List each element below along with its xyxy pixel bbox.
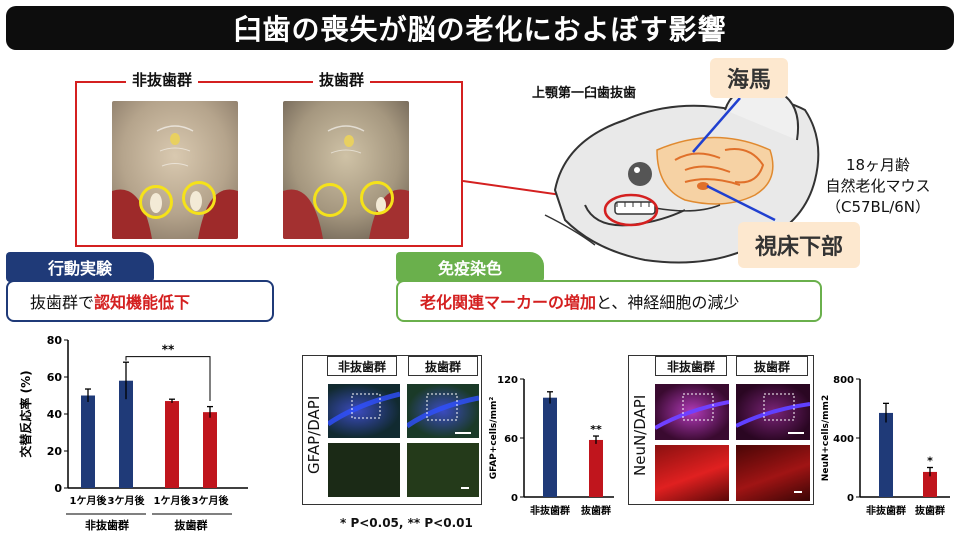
highlight-ring: [139, 185, 173, 219]
y-tick-label: 80: [47, 334, 63, 347]
immuno-section-pill: 免疫染色: [396, 252, 544, 282]
photo-frame: [75, 81, 463, 247]
behavior-summary-box: 抜歯群で認知機能低下: [6, 280, 274, 322]
behavior-section-pill: 行動実験: [6, 252, 154, 282]
y-tick-label: 800: [833, 375, 854, 386]
y-axis-label: GFAP+cells/mm²: [489, 397, 499, 480]
group-label: 抜歯群: [175, 518, 208, 532]
gfap-image-control-high: [328, 443, 400, 497]
bar: [119, 380, 133, 488]
neun-col-label-right: 抜歯群: [736, 356, 808, 376]
behavior-highlight: 認知機能低下: [94, 293, 191, 312]
significance-footnote: * P<0.05, ** P<0.01: [340, 516, 473, 530]
group-label: 非抜歯群: [85, 518, 129, 532]
bar: [203, 412, 217, 488]
x-tick-label: 1ケ月後: [154, 494, 192, 507]
neun-image-control-low: [654, 384, 730, 440]
neun-bar-chart: 0 400 800NeuN+cells/mm2 非抜歯群抜歯群 *: [821, 375, 950, 517]
gfap-image-extraction-high: [407, 443, 479, 497]
hypothalamus-tag: 視床下部: [738, 222, 860, 268]
y-tick-label: 400: [833, 434, 854, 445]
y-tick-label: 60: [504, 434, 518, 445]
mouse-palate-photo-extraction: [283, 101, 409, 239]
y-tick-label: 0: [847, 493, 854, 504]
bar: [81, 395, 95, 488]
x-tick-label: 1ケ月後: [70, 494, 108, 507]
y-axis-label: NeuN+cells/mm2: [821, 395, 831, 481]
y-tick-label: 0: [54, 482, 62, 495]
y-axis-label: 交替反応率 (%): [18, 370, 33, 457]
neun-label: NeuN/DAPI: [631, 394, 649, 476]
behavior-text: 抜歯群で: [30, 293, 95, 312]
bar: [589, 439, 603, 497]
bar: [879, 412, 893, 497]
gfap-image-control-low: [326, 384, 401, 438]
x-tick-label: 抜歯群: [581, 504, 611, 517]
significance-marker: **: [162, 343, 175, 357]
bar: [923, 471, 937, 497]
hippocampus-tag: 海馬: [710, 58, 788, 98]
y-tick-label: 40: [47, 408, 63, 421]
immuno-highlight: 老化関連マーカーの増加: [420, 293, 597, 312]
significance-bracket: [125, 356, 211, 402]
gfap-col-label-right: 抜歯群: [408, 356, 478, 376]
page-title: 臼歯の喪失が脳の老化におよぼす影響: [6, 6, 954, 50]
bar: [543, 397, 557, 497]
mouse-type: 自然老化マウス: [825, 177, 931, 195]
highlight-ring: [313, 183, 347, 217]
y-tick-label: 120: [497, 375, 518, 386]
gfap-col-label-left: 非抜歯群: [327, 356, 397, 376]
mouse-brain-illustration: [535, 70, 825, 280]
y-tick-label: 60: [47, 371, 63, 384]
x-tick-label: 非抜歯群: [866, 504, 906, 517]
mouse-description: 18ヶ月齢 自然老化マウス （C57BL/6N）: [808, 155, 948, 218]
neun-image-control-high: [655, 445, 729, 501]
x-tick-label: 抜歯群: [915, 504, 945, 517]
significance-marker: *: [927, 455, 933, 468]
gfap-label: GFAP/DAPI: [305, 395, 323, 475]
gfap-panel: [302, 355, 482, 505]
photo-label-non-extraction: 非抜歯群: [126, 69, 199, 90]
x-tick-label: 3ケ月後: [192, 494, 230, 507]
y-tick-label: 20: [47, 445, 63, 458]
extraction-caption: 上顎第一臼歯抜歯: [532, 86, 637, 101]
neun-image-extraction-low: [735, 384, 811, 440]
mouse-age: 18ヶ月齢: [845, 156, 911, 174]
immuno-summary-box: 老化関連マーカーの増加と、神経細胞の減少: [396, 280, 822, 322]
neun-col-label-left: 非抜歯群: [655, 356, 727, 376]
neun-image-extraction-high: [736, 445, 810, 501]
immuno-text: と、神経細胞の減少: [596, 293, 740, 312]
x-tick-label: 非抜歯群: [530, 504, 570, 517]
gfap-image-extraction-low: [405, 384, 480, 438]
y-tick-label: 0: [511, 493, 518, 504]
significance-marker: **: [590, 423, 602, 436]
highlight-ring: [360, 181, 394, 215]
x-tick-label: 3ケ月後: [108, 494, 146, 507]
gfap-bar-chart: 0 60 120GFAP+cells/mm² 非抜歯群抜歯群 **: [489, 375, 614, 517]
photo-label-extraction: 抜歯群: [313, 69, 371, 90]
bar: [165, 401, 179, 488]
highlight-ring: [182, 181, 216, 215]
mouse-strain: （C57BL/6N）: [825, 198, 931, 216]
mouse-palate-photo-non-extraction: [112, 101, 238, 239]
neun-panel: [628, 355, 814, 505]
